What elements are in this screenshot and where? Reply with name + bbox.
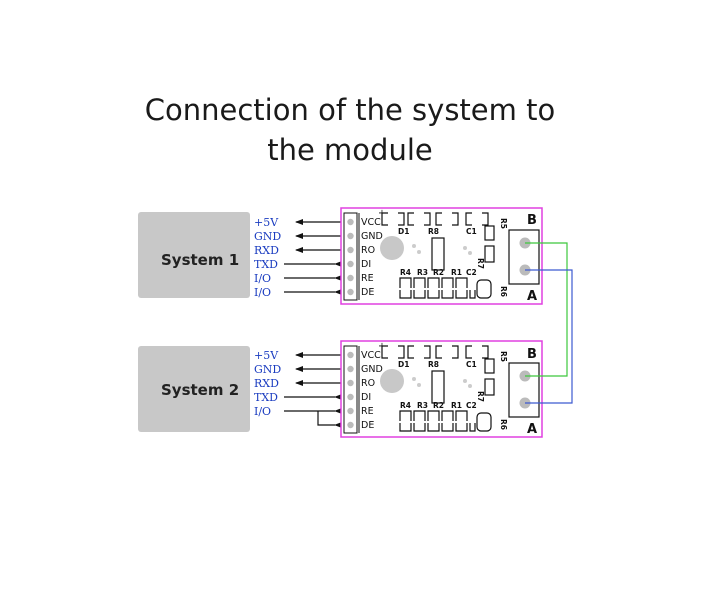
module-2-comp-r5: R5 [499,351,508,362]
system-2-wires [284,352,343,428]
module-2-terminal-b: B [527,347,537,362]
module-1-chip [380,236,404,260]
module-2-comp-r3: R3 [417,401,428,410]
system-2-box [138,346,250,432]
module-2-comp-r1: R1 [451,401,462,410]
module-2-header [343,345,358,434]
system-1-wires [284,219,343,295]
module-1-pin-de: DE [361,287,374,298]
module-1-pin-vcc: VCC [361,217,381,228]
system-1: System 1 +5V GND RXD TXD I/O I/O [138,212,281,299]
module-2-chip [380,369,404,393]
title-line-1: Connection of the system to [144,93,556,127]
module-1-pin-ro: RO [361,245,375,256]
module-2-comp-r7: R7 [476,391,485,402]
module-1-terminal-a: A [527,289,537,304]
system-2-signal-rxd: RXD [254,377,279,390]
svg-text:+: + [378,341,386,352]
module-2-comp-d1: D1 [398,360,409,369]
module-2-comp-c2: C2 [466,401,477,410]
module-2-pin-gnd: GND [361,364,383,375]
system-1-signal-rxd: RXD [254,244,279,257]
module-2: VCC GND RO DI RE DE + D1 [340,340,543,438]
system-1-signal-txd: TXD [254,258,278,271]
system-1-label: System 1 [161,251,239,269]
system-2: System 2 +5V GND RXD TXD I/O [138,346,281,432]
system-2-signal-io: I/O [254,405,271,418]
wire-de-2 [317,411,342,428]
system-2-label: System 2 [161,381,239,399]
module-2-pin-ro: RO [361,378,375,389]
system-1-box [138,212,250,298]
bus-wire-a [525,269,573,404]
module-2-comp-r2: R2 [433,401,444,410]
module-1-comp-r4: R4 [400,268,411,277]
module-1-comp-r3: R3 [417,268,428,277]
module-1-comp-d1: D1 [398,227,409,236]
module-2-pin-re: RE [361,406,374,417]
module-2-comp-r6: R6 [499,419,508,430]
system-2-signal-5v: +5V [254,349,279,362]
system-1-signal-5v: +5V [254,216,279,229]
svg-text:+: + [378,208,386,219]
system-1-signal-gnd: GND [254,230,281,243]
module-1-pin-di: DI [361,259,371,270]
module-2-pin-vcc: VCC [361,350,381,361]
module-1-comp-r7: R7 [476,258,485,269]
module-1-terminal-b: B [527,213,537,228]
module-1-comp-c1: C1 [466,227,477,236]
module-2-comp-r4: R4 [400,401,411,410]
module-1-comp-r5: R5 [499,218,508,229]
module-1: VCC GND RO DI RE DE + [340,207,543,305]
system-2-signal-gnd: GND [254,363,281,376]
module-2-terminal-a: A [527,422,537,437]
system-2-signal-txd: TXD [254,391,278,404]
module-2-pin-di: DI [361,392,371,403]
module-1-header [343,212,358,301]
module-1-pin-gnd: GND [361,231,383,242]
module-1-comp-r6: R6 [499,286,508,297]
module-1-comp-r2: R2 [433,268,444,277]
module-2-pin-de: DE [361,420,374,431]
module-1-comp-c2: C2 [466,268,477,277]
bus-wire-b [525,242,568,377]
module-1-comp-r1: R1 [451,268,462,277]
system-1-signal-io-1: I/O [254,272,271,285]
title-line-2: the module [267,133,433,167]
module-1-comp-r8: R8 [428,227,439,236]
system-1-signal-io-2: I/O [254,286,271,299]
module-2-comp-c1: C1 [466,360,477,369]
module-2-comp-r8: R8 [428,360,439,369]
diagram-title: Connection of the system to the module [0,90,700,170]
module-1-pin-re: RE [361,273,374,284]
